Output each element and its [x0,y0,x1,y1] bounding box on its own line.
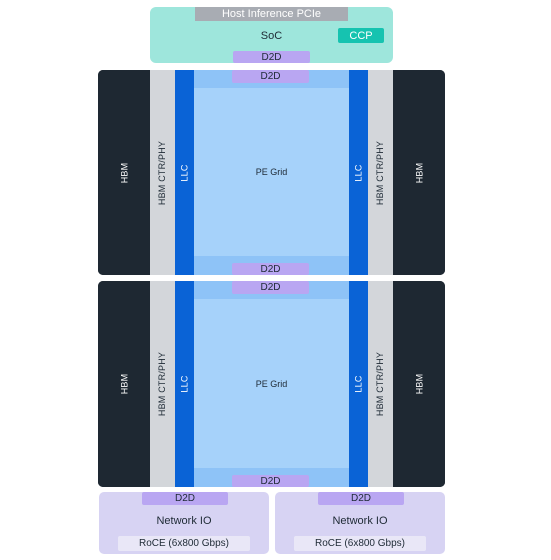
llc-left: LLC [175,281,194,487]
network-io-label: Network IO [332,515,388,527]
roce-label: RoCE (6x800 Gbps) [118,536,250,551]
die-top-d2d: D2D [232,281,309,294]
hbm-left: HBM [98,281,150,487]
pe-grid: PE Grid D2D D2D [194,281,349,487]
llc-right: LLC [349,70,368,275]
hbm-ctr-phy-left: HBM CTR/PHY [150,70,175,275]
pe-grid-inner [194,88,349,256]
pe-grid-label: PE Grid [255,379,288,389]
network-io-right: D2D Network IO RoCE (6x800 Gbps) [275,492,445,554]
pe-grid-inner [194,299,349,468]
llc-right: LLC [349,281,368,487]
network-io-d2d: D2D [142,492,228,505]
soc-label: SoC [260,30,283,42]
soc-d2d: D2D [233,51,310,63]
network-io-d2d: D2D [318,492,404,505]
soc-block: Host Inference PCIe SoC CCP D2D [150,7,393,63]
compute-die-1: HBM HBM CTR/PHY LLC PE Grid D2D D2D LLC … [98,70,445,275]
compute-die-2: HBM HBM CTR/PHY LLC PE Grid D2D D2D LLC … [98,281,445,487]
hbm-ctr-phy-right: HBM CTR/PHY [368,281,393,487]
pe-grid: PE Grid D2D D2D [194,70,349,275]
network-io-label: Network IO [156,515,212,527]
die-bottom-d2d: D2D [232,475,309,487]
pe-grid-label: PE Grid [255,167,288,177]
host-inference-pcie: Host Inference PCIe [195,7,348,21]
hbm-right: HBM [393,281,445,487]
die-bottom-d2d: D2D [232,263,309,275]
die-top-d2d: D2D [232,70,309,83]
ccp-block: CCP [338,28,384,43]
llc-left: LLC [175,70,194,275]
network-io-left: D2D Network IO RoCE (6x800 Gbps) [99,492,269,554]
roce-label: RoCE (6x800 Gbps) [294,536,426,551]
hbm-ctr-phy-left: HBM CTR/PHY [150,281,175,487]
hbm-left: HBM [98,70,150,275]
hbm-right: HBM [393,70,445,275]
hbm-ctr-phy-right: HBM CTR/PHY [368,70,393,275]
